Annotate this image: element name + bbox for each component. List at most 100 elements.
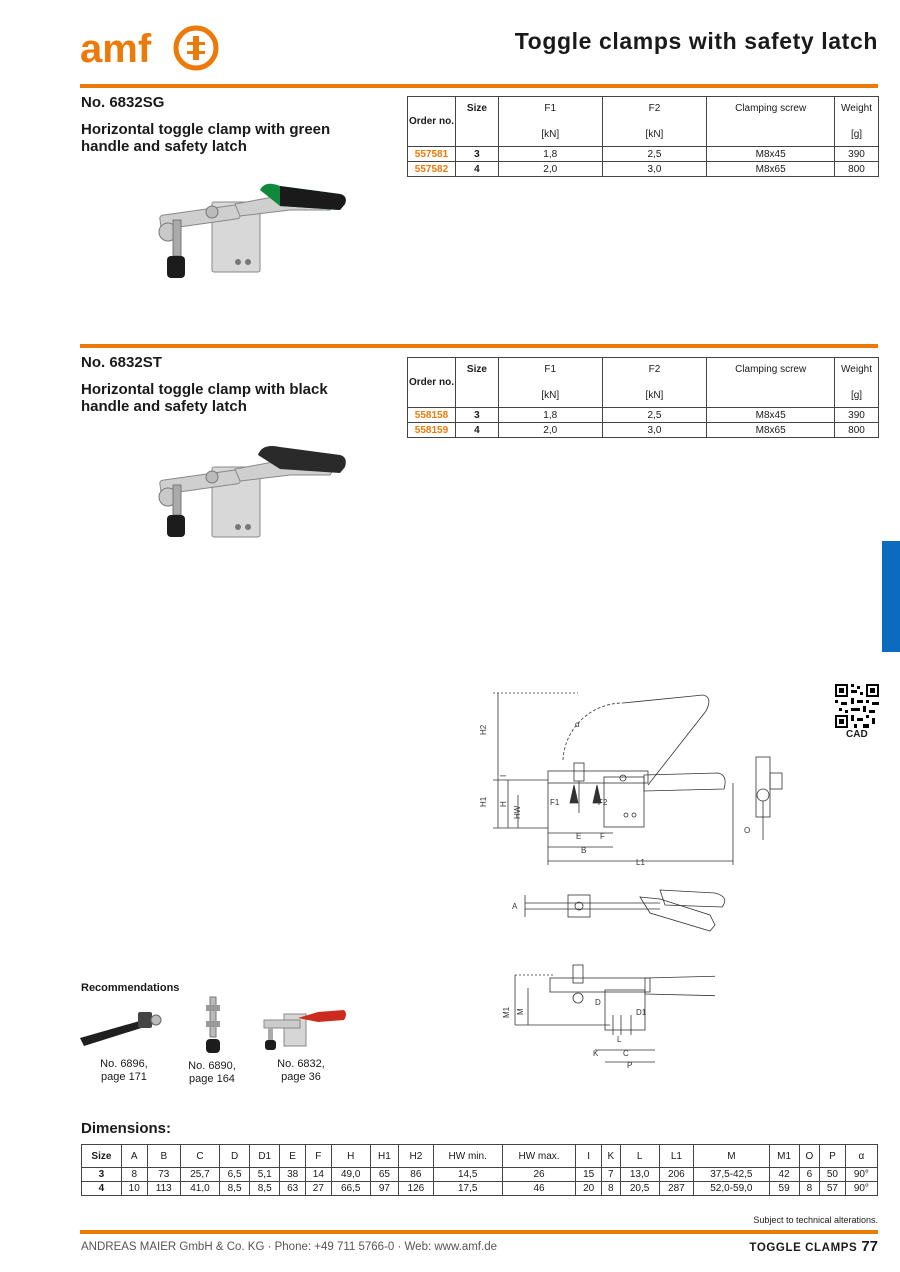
recommendation-1-caption[interactable]: No. 6896,page 171 [100,1058,148,1083]
dim-size-cell: 3 [81,1167,122,1182]
svg-text:F2: F2 [598,798,608,807]
recommendation-2-image[interactable] [198,995,228,1057]
svg-text:I: I [499,775,508,777]
svg-text:O: O [744,826,750,835]
dim-column-header: HW min. [432,1144,503,1168]
product-1-image [158,183,346,278]
dim-value-cell: 57 [819,1181,846,1196]
cad-label: CAD [846,729,868,740]
cad-qr-code[interactable] [835,684,879,728]
dimensions-title: Dimensions: [81,1120,172,1137]
cell: 2,0 [497,422,603,438]
alterations-note: Subject to technical alterations. [753,1215,878,1225]
company-info: ANDREAS MAIER GmbH & Co. KG · Phone: +49… [81,1241,497,1253]
svg-text:amf: amf [80,27,152,71]
product-1-number: No. 6832SG [81,94,165,111]
svg-text:F1: F1 [550,798,560,807]
dim-value-cell: 126 [398,1181,434,1196]
col-f1: F1[kN] [497,357,603,408]
dim-value-cell: 37,5-42,5 [693,1167,770,1182]
cell: 800 [834,161,879,177]
table-row: 557581 3 1,8 2,5 M8x45 390 [407,146,879,162]
dim-value-cell: 206 [658,1167,695,1182]
cell: 1,8 [497,146,603,162]
cell: M8x45 [706,407,836,423]
cell: 4 [454,161,499,177]
dim-value-cell: 20,5 [619,1181,660,1196]
col-screw: Clamping screw [706,357,836,408]
dim-value-cell: 46 [501,1181,577,1196]
dim-value-cell: 27 [304,1181,332,1196]
svg-text:M1: M1 [502,1006,511,1018]
dim-value-cell: 287 [658,1181,695,1196]
recommendation-3-image[interactable] [258,1000,348,1055]
dim-column-header: M [693,1144,770,1168]
dim-value-cell: 52,0-59,0 [693,1181,770,1196]
svg-text:F: F [600,832,605,841]
dim-column-header: HW max. [501,1144,577,1168]
dim-value-cell: 20 [575,1181,602,1196]
dim-value-cell: 42 [768,1167,800,1182]
dim-value-cell: 17,5 [432,1181,503,1196]
svg-text:H1: H1 [479,796,488,807]
cell: 3 [454,407,499,423]
dim-value-cell: 8,5 [218,1181,251,1196]
col-f1: F1[kN] [497,96,603,147]
amf-logo: amf [80,25,219,71]
dim-column-header: H [330,1144,371,1168]
dim-value-cell: 8 [600,1181,621,1196]
table-row: 557582 4 2,0 3,0 M8x65 800 [407,161,879,177]
dim-column-header: E [279,1144,306,1168]
col-order: Order no. [407,96,456,147]
header-rule [80,84,878,88]
col-weight: Weight[g] [834,96,879,147]
dim-value-cell: 14 [304,1167,332,1182]
dim-column-header: α [844,1144,879,1168]
col-screw: Clamping screw [706,96,836,147]
svg-text:L1: L1 [636,858,645,867]
cell: 800 [834,422,879,438]
order-number[interactable]: 557581 [407,146,456,162]
dim-value-cell: 25,7 [179,1167,221,1182]
svg-text:H: H [499,801,508,807]
col-f2: F2[kN] [601,96,708,147]
svg-text:E: E [576,832,581,841]
cell: 3,0 [601,161,708,177]
cell: 2,0 [497,161,603,177]
order-number[interactable]: 558159 [407,422,456,438]
dim-value-cell: 7 [600,1167,621,1182]
dim-value-cell: 6,5 [218,1167,251,1182]
cell: 2,5 [601,146,708,162]
col-order: Order no. [407,357,456,408]
svg-text:P: P [627,1061,632,1070]
col-size: Size [454,357,499,408]
product-1-table: Order no. Size F1[kN] F2[kN] Clamping sc… [407,96,879,177]
dim-column-header: I [575,1144,602,1168]
dim-value-cell: 8,5 [249,1181,281,1196]
dim-value-cell: 13,0 [619,1167,660,1182]
order-number[interactable]: 558158 [407,407,456,423]
dim-column-header: O [798,1144,821,1168]
dim-column-header: L1 [658,1144,695,1168]
product-2-table: Order no. Size F1[kN] F2[kN] Clamping sc… [407,357,879,438]
dim-value-cell: 15 [575,1167,602,1182]
recommendation-1-image[interactable] [80,1000,170,1055]
dim-value-cell: 14,5 [432,1167,503,1182]
dim-column-header: Size [81,1144,122,1168]
cell: 1,8 [497,407,603,423]
svg-text:A: A [512,902,518,911]
recommendation-3-caption[interactable]: No. 6832,page 36 [277,1058,325,1083]
recommendation-2-caption[interactable]: No. 6890,page 164 [188,1060,236,1085]
dim-column-header: M1 [768,1144,800,1168]
svg-text:B: B [581,846,586,855]
dim-size-cell: 4 [81,1181,122,1196]
svg-text:α: α [575,720,580,729]
product-2-description: Horizontal toggle clamp with black handl… [81,381,328,415]
dim-column-header: H2 [398,1144,434,1168]
dim-value-cell: 86 [398,1167,434,1182]
dim-value-cell: 38 [279,1167,306,1182]
order-number[interactable]: 557582 [407,161,456,177]
latch-view-drawing: M1 M D D1 L K C P [502,964,715,1070]
